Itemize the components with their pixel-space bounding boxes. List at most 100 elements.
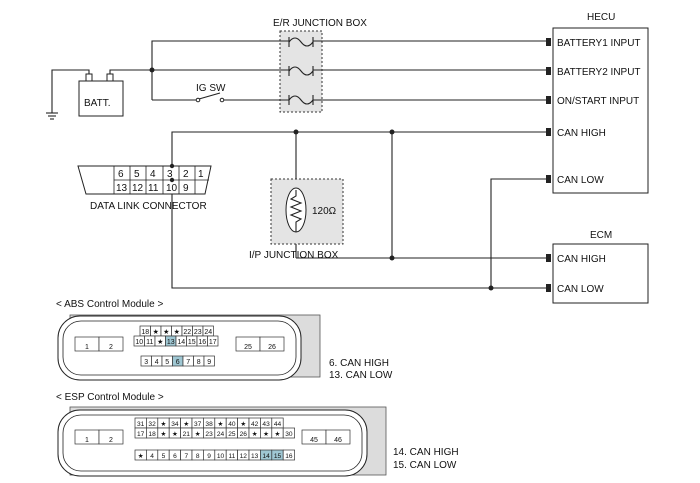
hecu-pin-can-low: CAN LOW: [546, 175, 604, 186]
svg-text:BATT.: BATT.: [84, 98, 110, 109]
connector-pin-label: ★: [263, 430, 269, 438]
connector-pin-label: 15: [188, 339, 196, 346]
connector-pin-label: 40: [228, 421, 236, 428]
connector-pin-label: 9: [207, 453, 211, 460]
connector-pin-label: ★: [183, 420, 189, 428]
connector-pin-label: 37: [194, 421, 202, 428]
data-link-connector: 6 5 4 3 2 1 13 12 11 10 9: [77, 165, 212, 195]
ecm-box: [552, 243, 649, 304]
connector-pin-label: 32: [148, 421, 156, 428]
dlc-pin: 9: [183, 183, 189, 194]
connector-pin-label: ★: [252, 430, 258, 438]
connector-pin-label: 11: [146, 339, 153, 346]
connector-pin-label: ★: [218, 420, 224, 428]
connector-pin-label: 9: [207, 359, 211, 366]
dlc-can-low-dot: [169, 177, 175, 183]
connector-pin-label: 34: [171, 421, 179, 428]
connector-pin-label: 42: [251, 421, 259, 428]
abs-note-can-high: 6. CAN HIGH: [329, 358, 389, 369]
connector-pin-label: 24: [217, 431, 225, 438]
hecu-pin-on-start: ON/START INPUT: [546, 96, 639, 107]
dlc-pin: 11: [148, 183, 159, 194]
abs-note-can-low: 13. CAN LOW: [329, 370, 393, 381]
connector-pin-label: ★: [153, 328, 159, 336]
esp-note-can-high: 14. CAN HIGH: [393, 447, 459, 458]
connector-pin-label: 16: [285, 453, 293, 460]
connector-pin-label: 12: [240, 453, 248, 460]
connector-pin-label: ★: [240, 420, 246, 428]
wire-can-low-main: [171, 178, 546, 289]
connector-pin-label: ★: [138, 452, 144, 460]
connector-pin-label: 2: [109, 344, 113, 351]
wire-ecm-can-high: [391, 132, 546, 259]
hecu-box: [552, 27, 649, 194]
connector-pin-label: 16: [198, 339, 206, 346]
connector-pin-label: 17: [209, 339, 217, 346]
connector-pin-label: 13: [251, 453, 259, 460]
connector-pin-cell: [203, 355, 215, 367]
connector-pin-label: 3: [144, 359, 148, 366]
connector-pin-label: 30: [285, 431, 293, 438]
dlc-pin: 2: [183, 169, 189, 180]
abs-title: < ABS Control Module >: [56, 299, 163, 310]
connector-pin-label: 4: [150, 453, 154, 460]
wire-batt-positive: [109, 69, 152, 74]
connector-pin-label: ★: [161, 420, 167, 428]
svg-text:CAN LOW: CAN LOW: [557, 175, 604, 186]
svg-text:BATTERY2 INPUT: BATTERY2 INPUT: [557, 67, 641, 78]
svg-text:BATTERY1 INPUT: BATTERY1 INPUT: [557, 38, 641, 49]
connector-pin-cell: [282, 427, 295, 439]
connector-pin-label: 6: [176, 359, 180, 366]
dlc-pin: 4: [150, 169, 156, 180]
wire-hecu-can-low: [490, 178, 546, 288]
dlc-pin: 6: [118, 169, 124, 180]
connector-pin-label: ★: [275, 430, 281, 438]
er-junction-label: E/R JUNCTION BOX: [273, 18, 367, 29]
connector-pin-cell: [98, 429, 124, 445]
connector-pin-label: ★: [174, 328, 180, 336]
connector-pin-label: 25: [228, 431, 236, 438]
connector-pin-label: 5: [165, 359, 169, 366]
connector-pin-label: 5: [162, 453, 166, 460]
connector-pin-label: 17: [137, 431, 145, 438]
dlc-pin: 10: [166, 183, 178, 194]
dlc-pin: 3: [167, 169, 173, 180]
connector-pin-label: 15: [274, 453, 282, 460]
connector-pin-label: 8: [196, 453, 200, 460]
svg-text:ON/START INPUT: ON/START INPUT: [557, 96, 639, 107]
connector-pin-label: ★: [161, 430, 167, 438]
connector-pin-label: 18: [141, 329, 149, 336]
esp-note-can-low: 15. CAN LOW: [393, 460, 457, 471]
connector-pin-label: ★: [195, 430, 201, 438]
connector-pin-label: ★: [163, 328, 169, 336]
hecu-pin-battery2: BATTERY2 INPUT: [546, 67, 641, 78]
dlc-label: DATA LINK CONNECTOR: [90, 201, 207, 212]
resistor-120-ohm: [285, 187, 307, 233]
connector-pin-label: 43: [262, 421, 270, 428]
svg-text:CAN HIGH: CAN HIGH: [557, 254, 606, 265]
ig-sw-label: IG SW: [196, 83, 226, 94]
connector-pin-label: 44: [274, 421, 282, 428]
connector-pin-cell: [325, 429, 351, 445]
connector-pin-label: 26: [268, 344, 276, 351]
connector-pin-label: 13: [167, 339, 175, 346]
connector-pin-label: 46: [334, 437, 342, 444]
connector-pin-label: 7: [186, 359, 190, 366]
ground-symbol: [46, 69, 90, 120]
dlc-pin: 12: [132, 183, 144, 194]
connector-pin-label: 10: [217, 453, 225, 460]
dlc-pin: 13: [116, 183, 128, 194]
connector-pin-label: 23: [205, 431, 213, 438]
connector-pin-label: 21: [183, 431, 191, 438]
connector-pin-label: 7: [184, 453, 188, 460]
